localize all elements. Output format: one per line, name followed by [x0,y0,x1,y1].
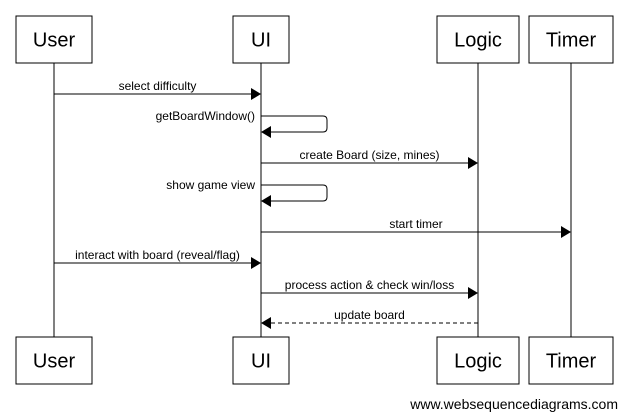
participant-label-ui-top: UI [251,30,271,52]
message-arrowhead-0 [251,88,261,100]
participant-label-ui-bottom: UI [251,351,271,373]
message-line-3 [261,184,328,202]
message-arrowhead-1 [261,126,271,138]
message-label-3: show game view [166,178,255,192]
message-arrowhead-3 [261,195,271,207]
participant-box-user-bottom [15,336,93,385]
participant-box-timer-top [528,15,614,64]
message-label-2: create Board (size, mines) [299,148,439,162]
message-label-7: update board [334,308,405,322]
participant-label-user-top: User [33,30,76,52]
participant-label-logic-top: Logic [454,30,502,52]
participant-box-logic-top [436,15,520,64]
message-line-1 [261,115,328,133]
messages: select difficulty getBoardWindow() create … [54,79,571,329]
participant-box-timer-bottom [528,336,614,385]
message-arrowhead-4 [561,226,571,238]
message-label-4: start timer [389,217,442,231]
lifelines [53,63,572,337]
message-label-0: select difficulty [119,79,197,93]
message-label-6: process action & check win/loss [285,278,454,292]
participant-box-user-top [15,15,93,64]
message-label-5: interact with board (reveal/flag) [75,248,240,262]
participant-label-timer-top: Timer [546,30,597,52]
participant-label-user-bottom: User [33,351,76,373]
message-arrowhead-5 [251,257,261,269]
participant-box-logic-bottom [436,336,520,385]
message-arrowhead-7 [261,317,271,329]
watermark-text: www.websequencediagrams.com [409,396,618,412]
message-arrowhead-2 [468,157,478,169]
message-arrowhead-6 [468,287,478,299]
participant-label-timer-bottom: Timer [546,351,597,373]
participant-label-logic-bottom: Logic [454,351,502,373]
participant-box-ui-top [232,15,290,64]
participant-box-ui-bottom [232,336,290,385]
message-label-1: getBoardWindow() [156,109,255,123]
